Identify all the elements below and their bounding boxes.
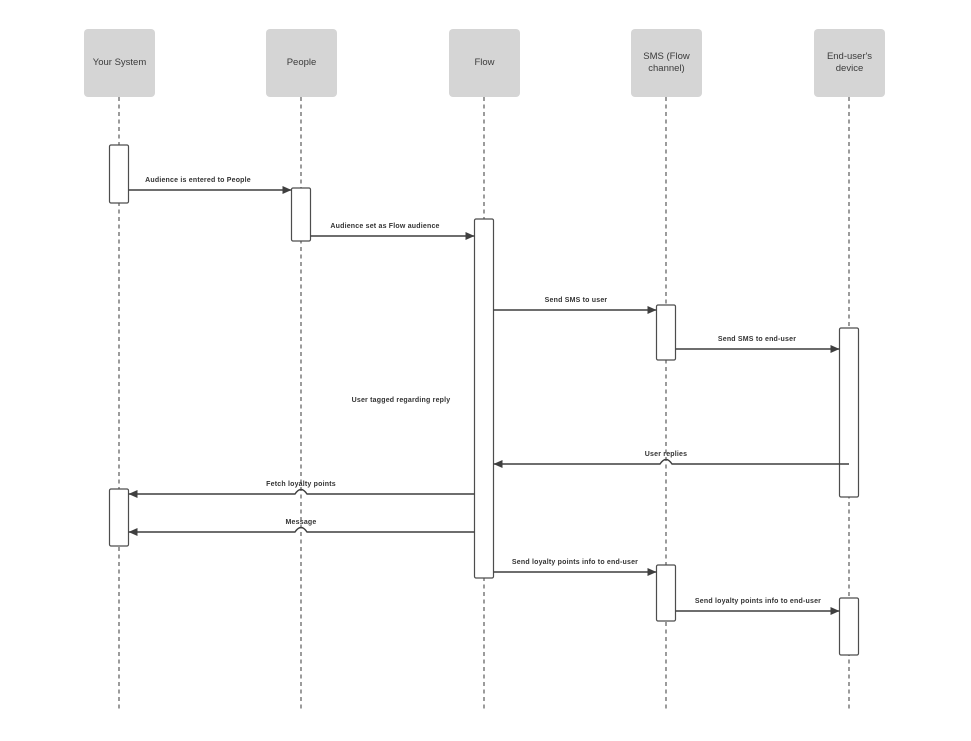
message-label-send-loyalty-sms: Send loyalty points info to end-user (511, 559, 639, 566)
activation-people (290, 187, 312, 242)
message-label-audience-set-flow: Audience set as Flow audience (330, 223, 440, 230)
activation-flow (473, 218, 495, 579)
actor-your-system: Your System (84, 29, 155, 97)
activation-your-system-2 (108, 488, 130, 547)
actor-sms-channel: SMS (Flow channel) (631, 29, 702, 97)
activation-sms-2 (655, 564, 677, 622)
message-label-send-loyalty-end-user: Send loyalty points info to end-user (694, 598, 822, 605)
message-label-fetch-loyalty-points: Fetch loyalty points (266, 481, 336, 488)
message-label-send-sms-to-end-user: Send SMS to end-user (717, 336, 797, 343)
message-label-send-sms-to-user: Send SMS to user (544, 297, 608, 304)
actor-people: People (266, 29, 337, 97)
activation-sms-1 (655, 304, 677, 361)
message-label-message: Message (285, 519, 317, 526)
actor-end-user-device: End-user's device (814, 29, 885, 97)
message-label-audience-entered: Audience is entered to People (145, 177, 251, 184)
arrow-user-replies (493, 458, 849, 468)
message-label-user-replies: User replies (644, 451, 688, 458)
arrow-fetch-loyalty-points (128, 488, 475, 498)
activation-end-user-1 (838, 327, 860, 498)
actor-flow: Flow (449, 29, 520, 97)
activation-end-user-2 (838, 597, 860, 656)
arrow-message (128, 526, 475, 536)
activation-your-system-1 (108, 144, 130, 204)
message-label-user-tagged: User tagged regarding reply (351, 397, 451, 404)
